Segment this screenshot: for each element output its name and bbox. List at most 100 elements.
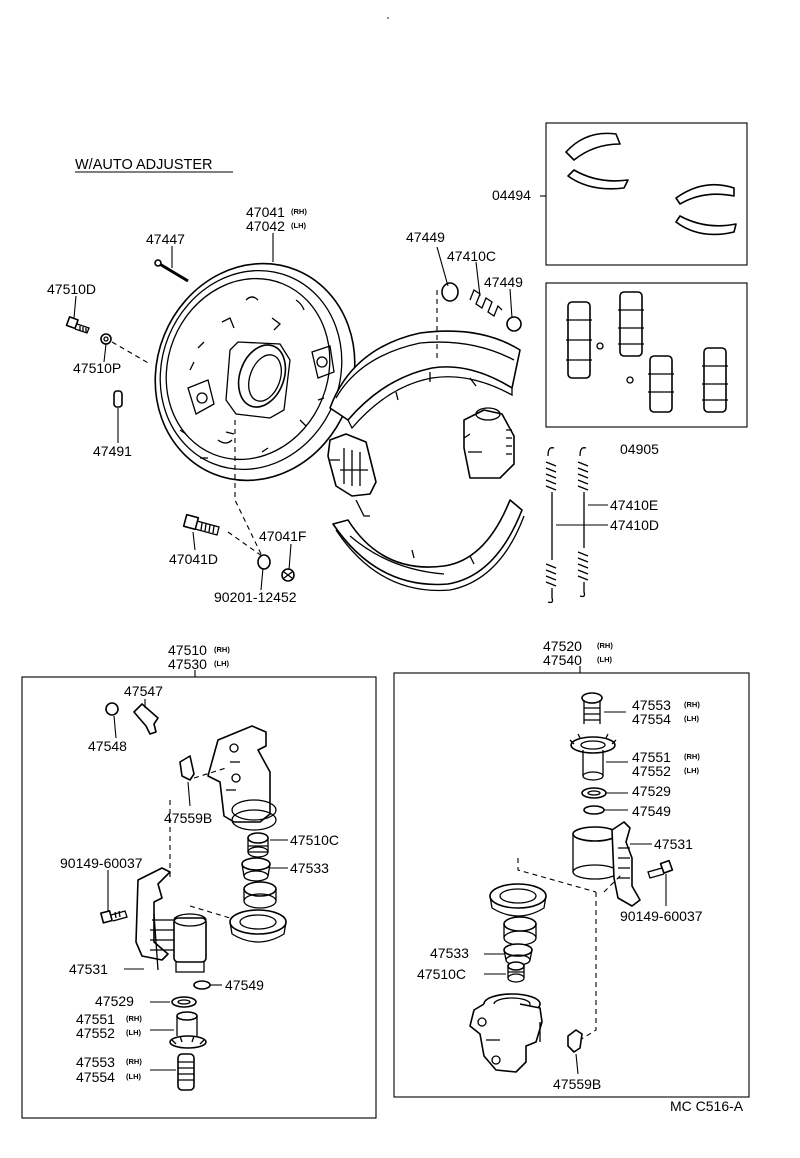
washer-47510P <box>100 333 112 345</box>
wheel-cylinder-body-left <box>207 725 277 831</box>
label-47552r-lh: (LH) <box>684 766 699 775</box>
label-47510P: 47510P <box>73 360 121 376</box>
label-47510: 47510 <box>168 642 207 658</box>
label-90149-60037-right: 90149-60037 <box>620 908 703 924</box>
bleeder-47547 <box>133 703 159 735</box>
label-47449-a: 47449 <box>406 229 445 245</box>
label-47553-rh: (RH) <box>126 1057 142 1066</box>
label-47042: 47042 <box>246 218 285 234</box>
plug-47491 <box>113 390 123 408</box>
pin-47447 <box>157 261 189 283</box>
wheel-cylinder-body-right <box>469 993 543 1073</box>
label-47410C: 47410C <box>447 248 496 264</box>
label-47520: 47520 <box>543 638 582 654</box>
label-47510D: 47510D <box>47 281 96 297</box>
brake-shoe-lower <box>332 499 525 592</box>
label-47553-right: 47553 <box>632 697 671 713</box>
adjust-bolt-47553-right <box>581 692 603 724</box>
label-47410E: 47410E <box>610 497 658 513</box>
label-47540: 47540 <box>543 652 582 668</box>
seal-47549-left <box>193 980 211 990</box>
label-47529-right: 47529 <box>632 783 671 799</box>
label-47551r-rh: (RH) <box>684 752 700 761</box>
label-47551-right: 47551 <box>632 749 671 765</box>
label-47041F: 47041F <box>259 528 306 544</box>
label-90201-12452: 90201-12452 <box>214 589 297 605</box>
diagram-code: MC C516-A <box>670 1098 744 1114</box>
kit-cylinders <box>566 291 728 413</box>
label-47554r-lh: (LH) <box>684 714 699 723</box>
label-47547: 47547 <box>124 683 163 699</box>
bolt-47510D <box>65 316 90 334</box>
label-47533-right: 47533 <box>430 945 469 961</box>
leader-dash <box>111 341 151 365</box>
bolt-90149-right <box>647 859 674 879</box>
cup-47533-left <box>241 857 271 882</box>
return-springs <box>545 447 589 604</box>
clip-47559B-left <box>179 755 195 781</box>
washer-47529-left <box>171 996 197 1008</box>
washer-47529-right <box>581 787 607 799</box>
backing-plate <box>154 262 356 482</box>
screw-47551-left <box>169 1011 207 1049</box>
label-47449-b: 47449 <box>484 274 523 290</box>
label-47531-right: 47531 <box>654 836 693 852</box>
diagram-title: W/AUTO ADJUSTER <box>75 157 213 173</box>
label-47520-rh: (RH) <box>597 641 613 650</box>
label-47553r-rh: (RH) <box>684 700 700 709</box>
label-47447: 47447 <box>146 231 185 247</box>
cap-47548 <box>105 702 119 716</box>
cup-47533-right <box>503 943 533 966</box>
shoe-cylinder <box>463 407 515 479</box>
label-47552-left: 47552 <box>76 1025 115 1041</box>
label-47041D: 47041D <box>169 551 218 567</box>
washer-90201 <box>257 554 271 570</box>
label-47410D: 47410D <box>610 517 659 533</box>
label-47551-rh: (RH) <box>126 1014 142 1023</box>
leader-dash <box>227 420 263 557</box>
label-47510-rh: (RH) <box>214 645 230 654</box>
label-47552-right: 47552 <box>632 763 671 779</box>
label-47552-lh: (LH) <box>126 1028 141 1037</box>
boot-left <box>229 909 287 943</box>
screw-47551-right <box>569 733 617 781</box>
labels: 47041 (RH) 47042 (LH) 47447 47510D 47510… <box>47 187 744 1114</box>
label-47530: 47530 <box>168 656 207 672</box>
adjust-bolt-47553-left <box>177 1053 195 1091</box>
label-47549-left: 47549 <box>225 977 264 993</box>
label-04494: 04494 <box>492 187 531 203</box>
spring-47410C <box>469 289 503 317</box>
box-47510 <box>21 676 377 1119</box>
leader-dash <box>517 858 623 1041</box>
brake-shoe-upper <box>329 330 521 430</box>
label-47533-left: 47533 <box>290 860 329 876</box>
kit-shoes <box>565 132 737 236</box>
bolt-90149-left <box>100 910 128 924</box>
label-47559B-right: 47559B <box>553 1076 601 1092</box>
label-47041: 47041 <box>246 204 285 220</box>
label-47530-lh: (LH) <box>214 659 229 668</box>
label-rh: (RH) <box>291 207 307 216</box>
kit-box-04494 <box>545 122 748 266</box>
label-47529-left: 47529 <box>95 993 134 1009</box>
kit-box-04905 <box>545 282 748 428</box>
pin-head <box>154 259 162 267</box>
piston-left <box>243 881 277 909</box>
adjuster-assembly-left <box>135 867 207 973</box>
speck <box>387 17 389 19</box>
clip-47559B-right <box>567 1029 583 1053</box>
label-47510C-right: 47510C <box>417 966 466 982</box>
spring-47510C-right <box>507 961 525 983</box>
cup-47449-a <box>441 282 459 302</box>
boot-right <box>489 883 547 917</box>
seal-47549-right <box>583 805 605 815</box>
label-04905: 04905 <box>620 441 659 457</box>
label-90149-60037-left: 90149-60037 <box>60 855 143 871</box>
leader-dash <box>169 767 231 919</box>
label-47491: 47491 <box>93 443 132 459</box>
piston-right <box>503 916 537 946</box>
bolt-47041D <box>182 513 220 536</box>
adjuster-assembly-right <box>572 821 641 907</box>
cup-47449-b <box>506 316 522 332</box>
